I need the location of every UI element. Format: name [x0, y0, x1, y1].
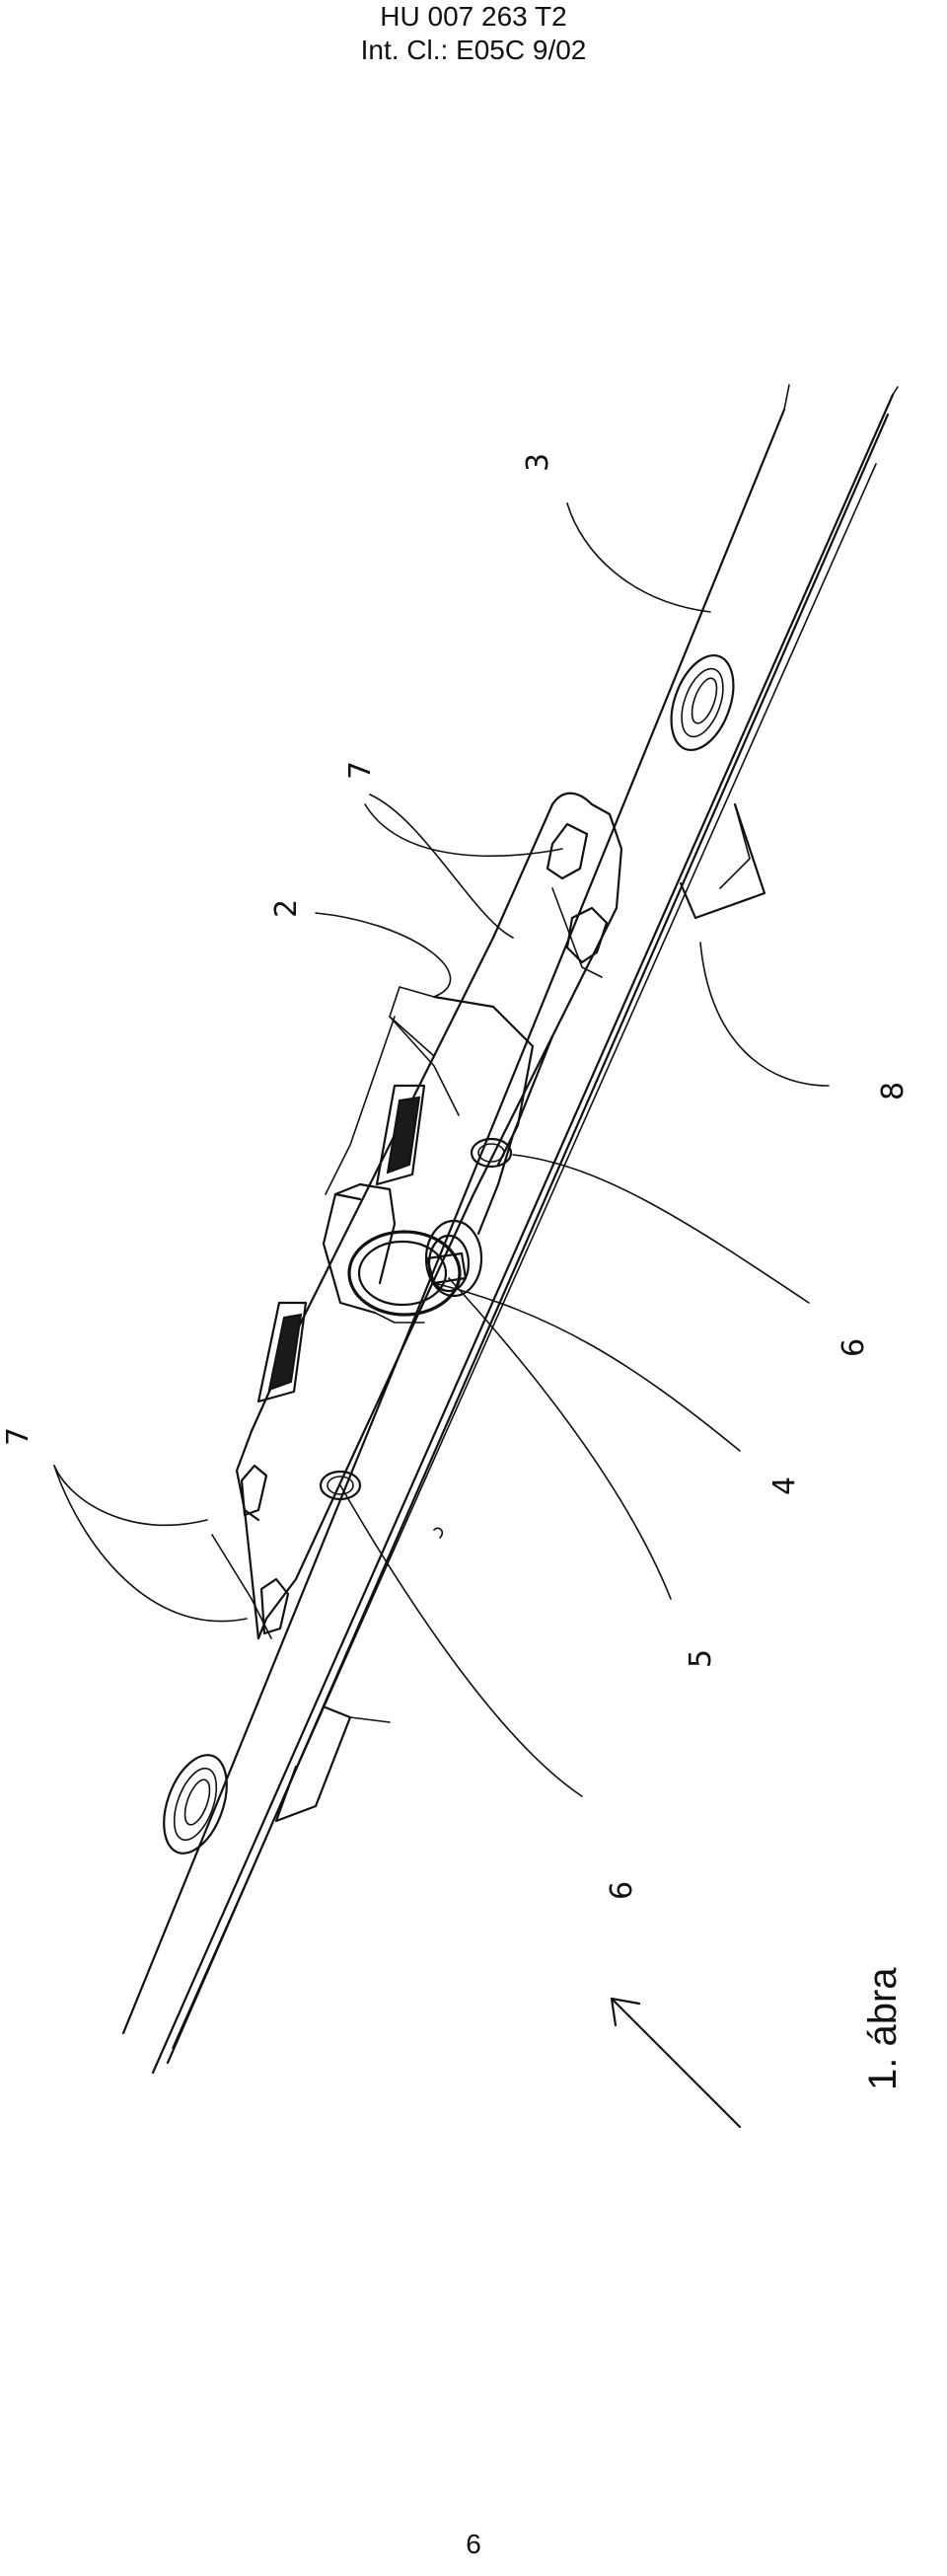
rail-hole-upper — [670, 653, 735, 752]
hole-lower — [319, 1470, 362, 1501]
bracket — [274, 802, 766, 1823]
document-number: HU 007 263 T2 — [380, 1, 567, 32]
pin-lower — [211, 1464, 290, 1639]
hole-upper — [470, 1137, 513, 1169]
ref-label-4: 4 — [767, 1477, 802, 1495]
logo-plate-lower — [256, 1301, 308, 1403]
rail — [121, 384, 899, 2075]
classification-code: Int. Cl.: E05C 9/02 — [360, 35, 587, 65]
page-number: 6 — [466, 2529, 481, 2559]
figure-caption: 1. ábra — [861, 1967, 905, 2090]
logo-plate-upper — [375, 1084, 426, 1186]
ref-label-5: 5 — [684, 1649, 718, 1668]
pin-upper — [546, 822, 609, 978]
small-mark — [433, 1527, 444, 1539]
direction-arrow — [610, 1997, 742, 2129]
ref-label-7-upper: 7 — [343, 761, 378, 780]
rail-hole-lower — [163, 1754, 228, 1855]
ref-label-2: 2 — [269, 899, 304, 918]
ref-label-6-lower: 6 — [605, 1881, 639, 1900]
ref-label-8: 8 — [876, 1082, 911, 1100]
page-header: HU 007 263 T2 Int. Cl.: E05C 9/02 — [0, 0, 947, 67]
ref-label-7-lower: 7 — [1, 1427, 36, 1446]
spindle-housing — [322, 1182, 483, 1324]
leader-lines — [53, 502, 830, 1797]
ref-label-6-upper: 6 — [837, 1338, 871, 1357]
ref-label-3: 3 — [521, 453, 555, 472]
